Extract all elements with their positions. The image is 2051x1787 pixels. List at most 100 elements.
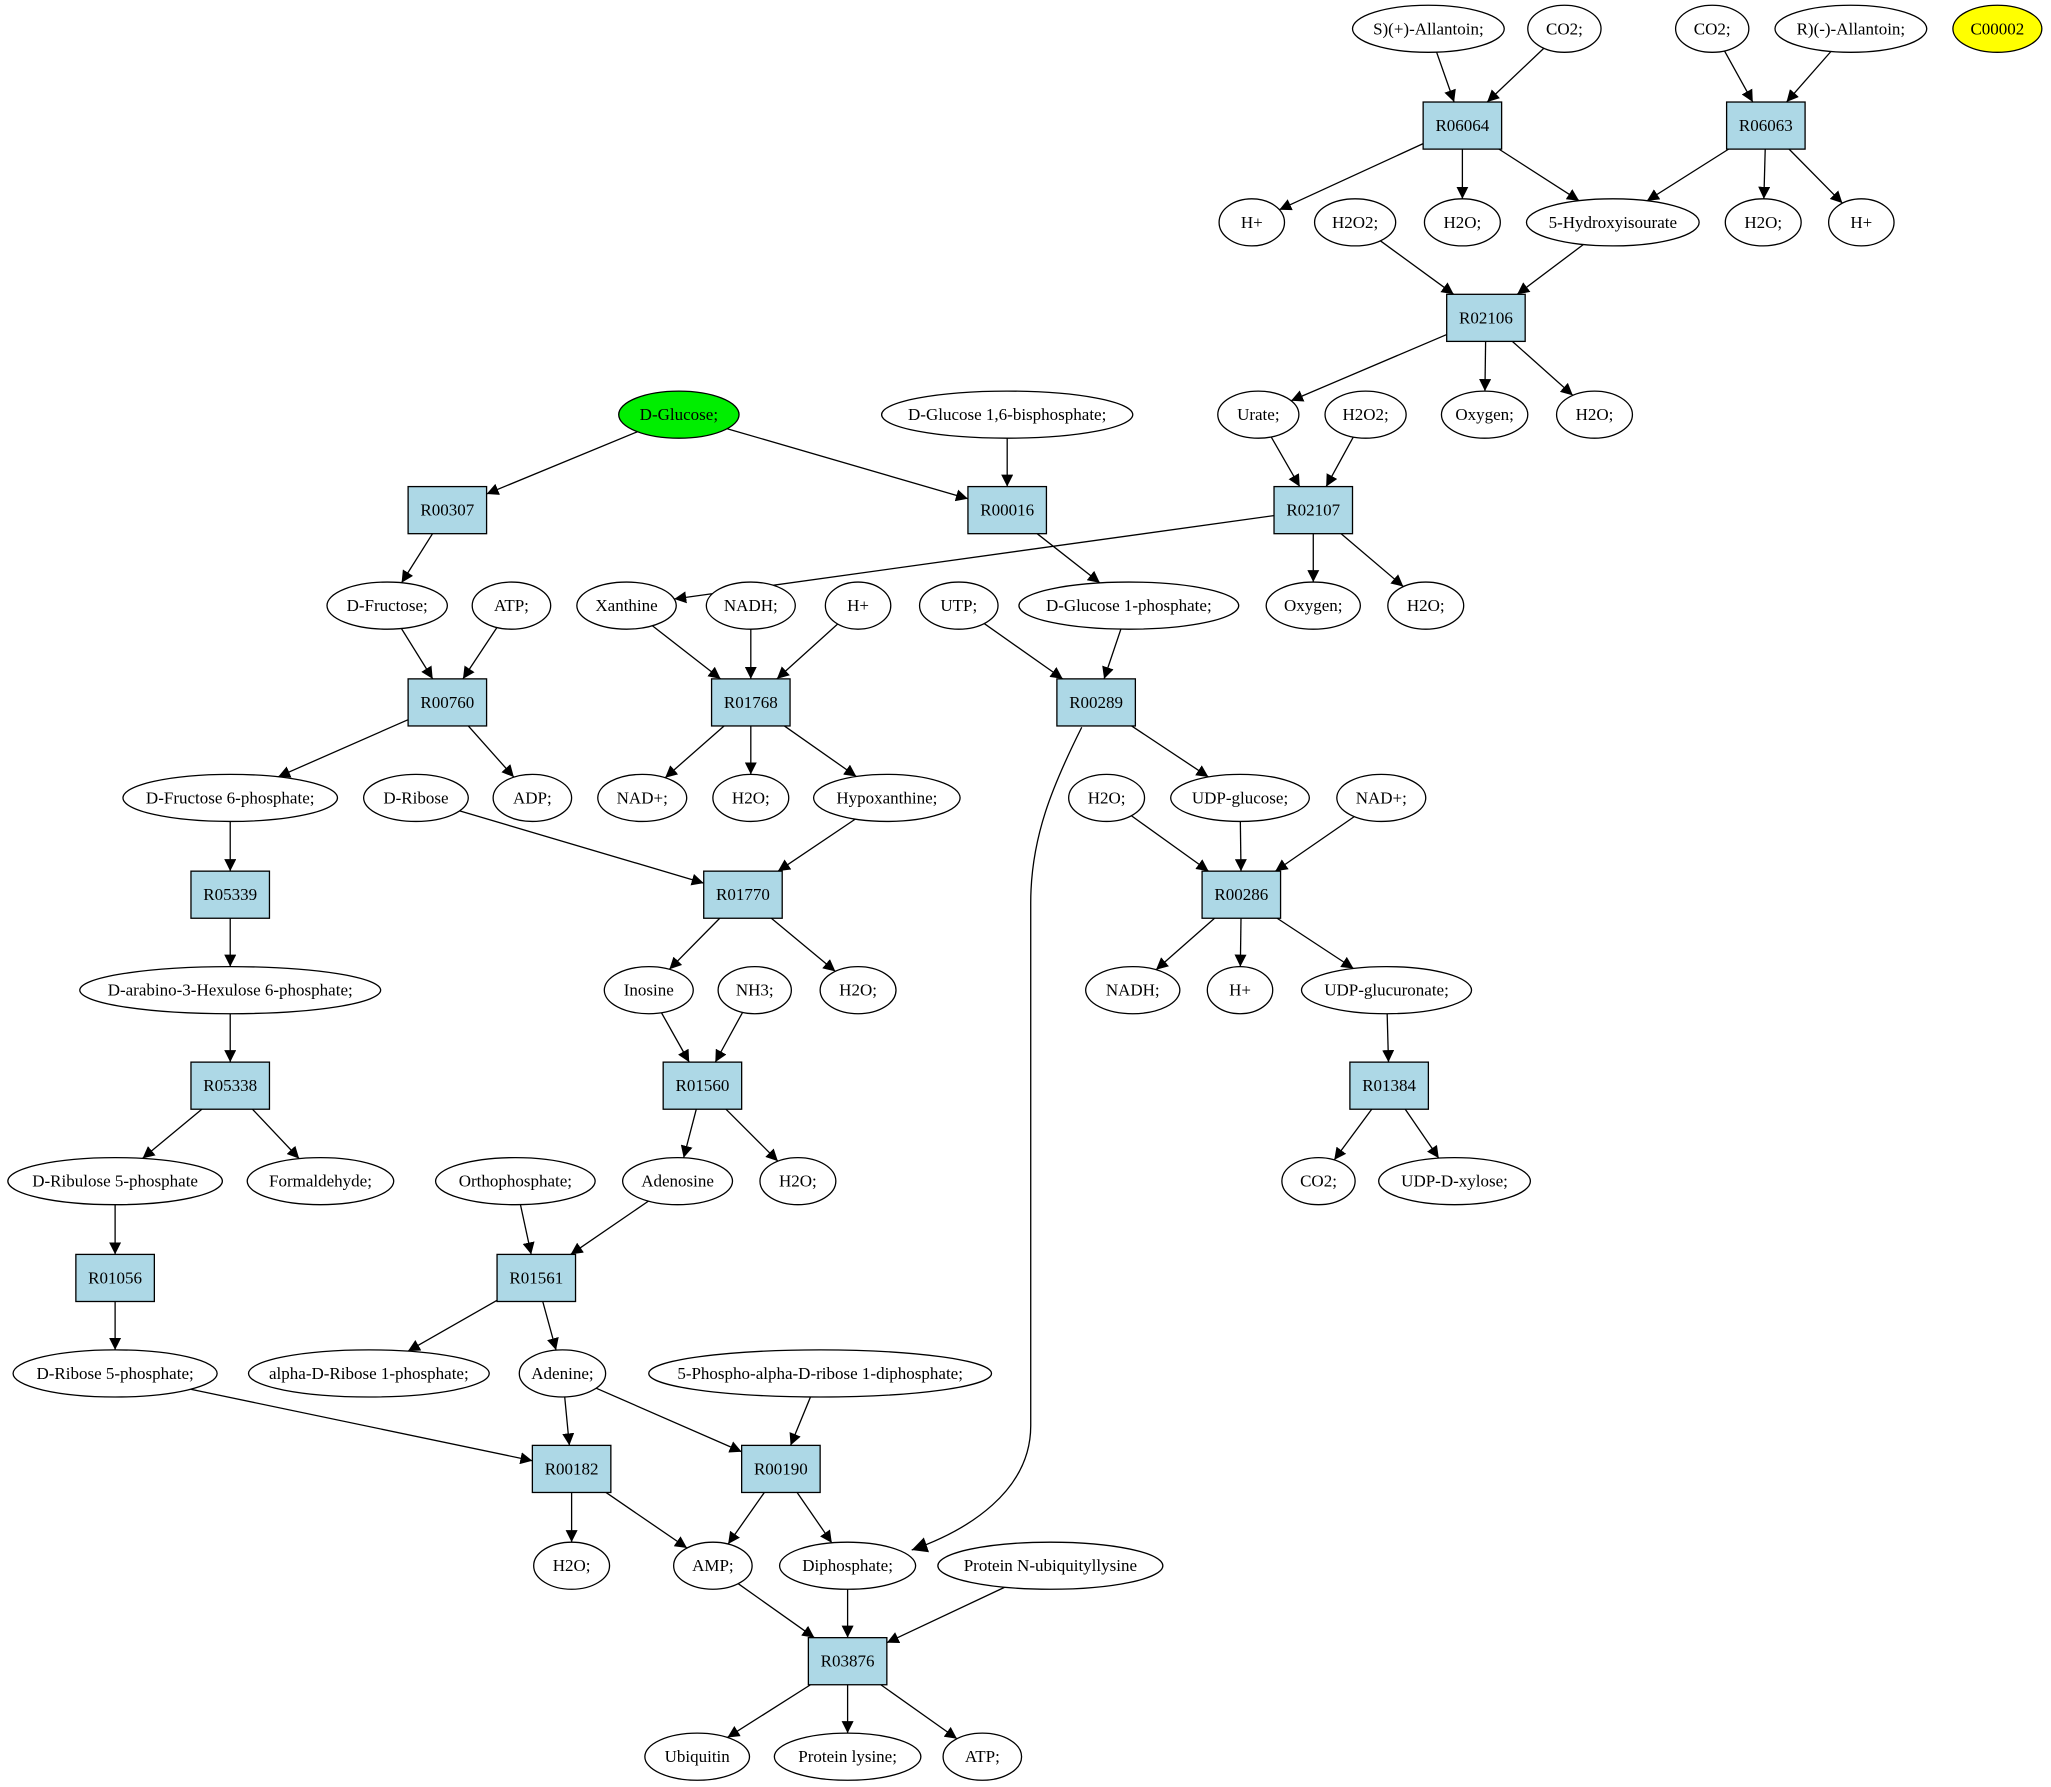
compound-node-H2O2b[interactable]: H2O2;	[1324, 390, 1407, 439]
compound-node-CO2c[interactable]: CO2;	[1281, 1156, 1356, 1206]
compound-node-PPi[interactable]: Diphosphate;	[778, 1541, 917, 1590]
compound-node-UDPX[interactable]: UDP-D-xylose;	[1378, 1156, 1532, 1206]
compound-node-UDPGA[interactable]: UDP-glucuronate;	[1300, 965, 1473, 1015]
reaction-node-R02106[interactable]: R02106	[1446, 293, 1526, 343]
compound-node-H2Of[interactable]: H2O;	[1068, 773, 1146, 823]
compound-node-Ado[interactable]: Adenosine	[621, 1156, 734, 1206]
compound-node-Ino[interactable]: Inosine	[603, 965, 694, 1015]
reaction-node-R01768[interactable]: R01768	[710, 678, 791, 727]
edge-R00182-to-AMP	[605, 1491, 688, 1549]
node-label: H+	[1241, 213, 1263, 232]
compound-node-AMP[interactable]: AMP;	[672, 1541, 753, 1590]
compound-node-S1[interactable]: S)(+)-Allantoin;	[1351, 4, 1505, 53]
node-label: ADP;	[513, 788, 552, 807]
compound-node-PNU[interactable]: Protein N-ubiquityllysine	[937, 1541, 1164, 1590]
compound-node-ATPb[interactable]: ATP;	[942, 1732, 1023, 1781]
compound-node-G16BP[interactable]: D-Glucose 1,6-bisphosphate;	[880, 390, 1134, 439]
compound-node-Hc[interactable]: H+	[824, 581, 892, 630]
compound-node-F6P[interactable]: D-Fructose 6-phosphate;	[122, 773, 339, 823]
compound-node-H2Od[interactable]: H2O;	[1387, 581, 1465, 630]
reaction-node-R01770[interactable]: R01770	[703, 870, 783, 919]
compound-node-C00002[interactable]: C00002	[1952, 4, 2043, 53]
edge-Hyp-to-R01770	[777, 818, 856, 872]
compound-node-Ha[interactable]: H+	[1218, 198, 1286, 247]
compound-node-Hyp[interactable]: Hypoxanthine;	[812, 773, 961, 823]
compound-node-NH3[interactable]: NH3;	[717, 965, 793, 1015]
compound-node-ATPa[interactable]: ATP;	[471, 581, 552, 630]
compound-node-NADHa[interactable]: NADH;	[705, 581, 796, 630]
compound-node-H2Oe[interactable]: H2O;	[712, 773, 790, 823]
compound-node-PLys[interactable]: Protein lysine;	[773, 1732, 922, 1781]
reaction-node-R01560[interactable]: R01560	[662, 1061, 743, 1110]
reaction-node-R03876[interactable]: R03876	[807, 1637, 888, 1686]
node-label: NADH;	[724, 596, 778, 615]
compound-node-DGlc[interactable]: D-Glucose;	[618, 390, 740, 439]
compound-node-UTP[interactable]: UTP;	[918, 581, 999, 630]
reaction-node-R01561[interactable]: R01561	[496, 1253, 577, 1303]
compound-node-Ubq[interactable]: Ubiquitin	[644, 1732, 751, 1781]
compound-node-H2O2a[interactable]: H2O2;	[1313, 198, 1397, 247]
edge-R02106-to-H2Oc	[1511, 340, 1574, 396]
compound-node-NADa[interactable]: NAD+;	[597, 773, 688, 823]
edge-R06063-to-Hb	[1788, 148, 1843, 204]
compound-ellipse	[824, 581, 892, 630]
compound-ellipse	[12, 1349, 218, 1398]
reaction-node-R05338[interactable]: R05338	[190, 1061, 271, 1110]
reaction-node-R00016[interactable]: R00016	[967, 485, 1048, 535]
compound-node-DRib[interactable]: D-Ribose	[362, 773, 469, 823]
compound-node-DFru[interactable]: D-Fructose;	[326, 581, 448, 630]
edge-G1P-to-R00289	[1102, 628, 1122, 680]
compound-node-H2Og[interactable]: H2O;	[819, 965, 897, 1015]
reaction-node-R06064[interactable]: R06064	[1422, 101, 1503, 150]
compound-node-OXb[interactable]: Oxygen;	[1265, 581, 1362, 630]
compound-node-H2Oa[interactable]: H2O;	[1423, 198, 1501, 247]
compound-node-Urate[interactable]: Urate;	[1217, 390, 1300, 439]
compound-node-H2Ob[interactable]: H2O;	[1724, 198, 1802, 247]
compound-node-CO2a[interactable]: CO2;	[1527, 4, 1602, 53]
compound-ellipse	[918, 581, 999, 630]
compound-node-Hb[interactable]: H+	[1827, 198, 1895, 247]
compound-node-Ru5P[interactable]: D-Ribulose 5-phosphate	[7, 1156, 224, 1206]
reaction-node-R00307[interactable]: R00307	[407, 485, 488, 535]
reaction-node-R01384[interactable]: R01384	[1349, 1061, 1430, 1110]
compound-node-UDPG[interactable]: UDP-glucose;	[1170, 773, 1310, 823]
reaction-node-R00760[interactable]: R00760	[407, 678, 488, 727]
compound-node-NADb[interactable]: NAD+;	[1336, 773, 1427, 823]
compound-ellipse	[812, 773, 961, 823]
compound-node-Xan[interactable]: Xanthine	[576, 581, 677, 630]
reaction-node-R00190[interactable]: R00190	[741, 1444, 821, 1494]
edge-R01770-to-Ino	[668, 917, 721, 970]
node-label: R02106	[1459, 308, 1513, 327]
compound-node-R5P[interactable]: D-Ribose 5-phosphate;	[12, 1349, 218, 1398]
reaction-node-R00289[interactable]: R00289	[1056, 678, 1137, 727]
compound-node-RA[interactable]: R)(-)-Allantoin;	[1774, 4, 1928, 53]
compound-node-Hd[interactable]: H+	[1206, 965, 1274, 1015]
reaction-node-R06063[interactable]: R06063	[1725, 101, 1806, 150]
compound-ellipse	[1724, 198, 1802, 247]
compound-node-H2Oc[interactable]: H2O;	[1555, 390, 1634, 439]
reaction-node-R02107[interactable]: R02107	[1273, 485, 1354, 535]
compound-node-H2Oi[interactable]: H2O;	[533, 1541, 611, 1590]
reaction-node-R00286[interactable]: R00286	[1201, 870, 1282, 919]
compound-node-PRPP[interactable]: 5-Phospho-alpha-D-ribose 1-diphosphate;	[648, 1349, 993, 1398]
compound-node-aR1P[interactable]: alpha-D-Ribose 1-phosphate;	[247, 1349, 490, 1398]
compound-node-HIU[interactable]: 5-Hydroxyisourate	[1525, 198, 1700, 247]
compound-node-ADP[interactable]: ADP;	[492, 773, 573, 823]
compound-node-NADHb[interactable]: NADH;	[1085, 965, 1181, 1015]
compound-node-Pi[interactable]: Orthophosphate;	[434, 1156, 596, 1206]
compound-node-Ade[interactable]: Adenine;	[518, 1349, 607, 1398]
reaction-node-R00182[interactable]: R00182	[531, 1444, 612, 1494]
edge-PRPP-to-R00190	[789, 1396, 812, 1446]
compound-node-Hu6P[interactable]: D-arabino-3-Hexulose 6-phosphate;	[79, 965, 382, 1015]
compound-node-G1P[interactable]: D-Glucose 1-phosphate;	[1018, 581, 1240, 630]
compound-node-H2Oh[interactable]: H2O;	[759, 1156, 837, 1206]
reaction-node-R05339[interactable]: R05339	[190, 870, 271, 919]
reaction-node-R01056[interactable]: R01056	[75, 1253, 155, 1303]
compound-node-OXa[interactable]: Oxygen;	[1440, 390, 1529, 439]
compound-ellipse	[937, 1541, 1164, 1590]
edge-R00190-to-PPi	[796, 1492, 833, 1544]
compound-node-CO2b[interactable]: CO2;	[1674, 4, 1750, 53]
compound-ellipse	[618, 390, 740, 439]
compound-node-HCHO[interactable]: Formaldehyde;	[246, 1156, 395, 1206]
edge-R05338-to-HCHO	[251, 1108, 300, 1160]
